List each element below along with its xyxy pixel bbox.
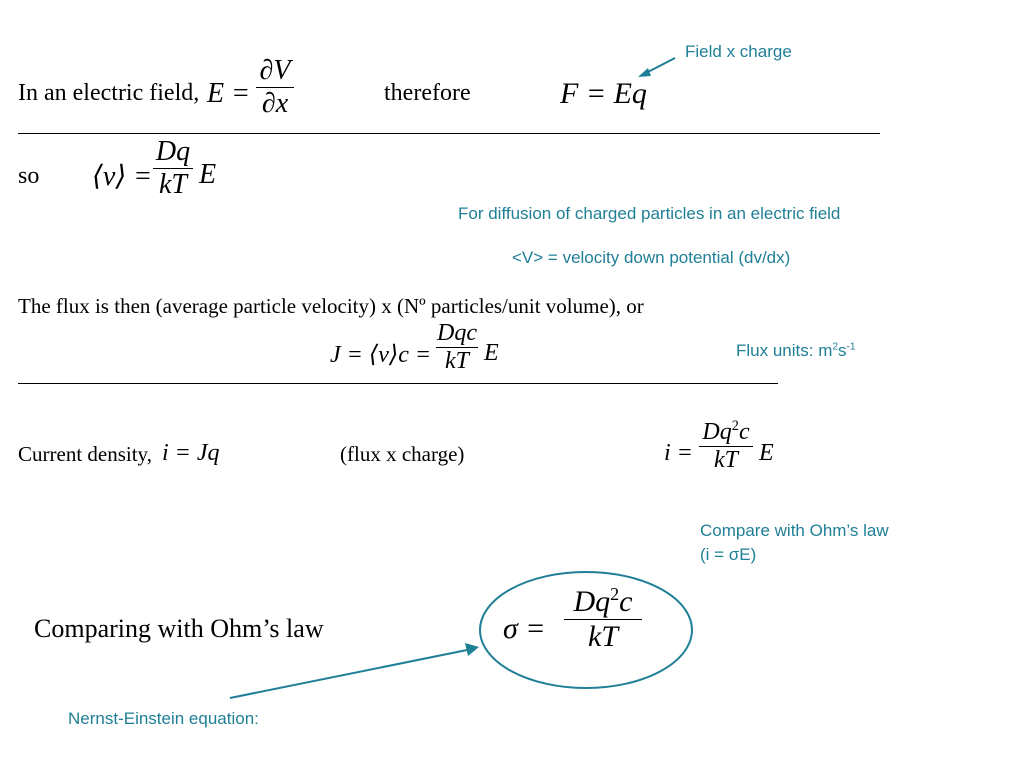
current-density-text: Current density, — [18, 442, 152, 466]
current-fraction: Dq2c kT — [699, 418, 753, 474]
diffusion-annotation: For diffusion of charged particles in an… — [458, 204, 841, 223]
velocity-rhs: E — [199, 159, 217, 190]
flux-x-charge-text: (flux x charge) — [340, 442, 465, 466]
velocity-fraction: Dq kT — [153, 136, 193, 201]
field-x-charge-arrow — [638, 57, 676, 77]
line1-intro-text: In an electric field, — [18, 80, 200, 106]
current-lhs: i = — [664, 440, 693, 466]
flux-lhs: J = ⟨v⟩c = — [330, 342, 432, 368]
flux-units-prefix: Flux units: m — [736, 341, 833, 360]
sigma-numerator-base: Dq — [573, 585, 611, 618]
flux-rhs: E — [484, 340, 499, 366]
therefore-text: therefore — [384, 80, 471, 106]
divider-line-2 — [18, 383, 778, 384]
e-field-fraction-bar — [256, 87, 294, 88]
divider-line-1 — [18, 133, 880, 134]
flux-units-annotation: Flux units: m2s-1 — [736, 341, 856, 361]
nernst-einstein-arrow — [229, 643, 479, 699]
compare-ohm-annotation-line1: Compare with Ohm’s law — [700, 521, 889, 540]
current-fraction-bar — [699, 446, 753, 447]
current-numerator-exponent: 2 — [731, 418, 739, 434]
velocity-annotation: <V> = velocity down potential (dv/dx) — [512, 248, 791, 267]
flux-units-sup2: -1 — [846, 341, 856, 353]
velocity-fraction-bar — [153, 168, 193, 169]
sigma-fraction: Dq2c kT — [564, 584, 642, 654]
e-field-numerator: ∂V — [259, 55, 291, 86]
sigma-highlight-ellipse — [479, 571, 693, 689]
current-numerator-tail: c — [738, 419, 750, 445]
e-field-lhs: E = — [207, 78, 250, 109]
comparing-ohm-heading: Comparing with Ohm’s law — [34, 614, 324, 643]
sigma-fraction-bar — [564, 619, 642, 620]
field-x-charge-annotation: Field x charge — [685, 42, 792, 61]
sigma-numerator: Dq2c — [564, 584, 642, 619]
e-field-fraction: ∂V ∂x — [256, 55, 294, 120]
e-field-denominator: ∂x — [261, 88, 289, 119]
force-equation: F = Eq — [560, 77, 647, 110]
nernst-einstein-label: Nernst-Einstein equation: — [68, 709, 259, 728]
sigma-lhs: σ = — [503, 612, 546, 645]
current-numerator-base: Dq — [702, 419, 732, 445]
current-rhs: E — [759, 440, 774, 466]
velocity-denominator: kT — [159, 169, 187, 200]
velocity-numerator: Dq — [155, 136, 191, 167]
current-denominator: kT — [714, 447, 738, 473]
compare-ohm-annotation-line2: (i = σE) — [700, 545, 757, 564]
sigma-denominator: kT — [588, 620, 618, 653]
flux-numerator: Dqc — [437, 320, 477, 346]
current-density-equation: i = Jq — [162, 440, 220, 466]
flux-fraction: Dqc kT — [436, 320, 478, 375]
sigma-numerator-exponent: 2 — [610, 584, 620, 604]
current-numerator: Dq2c — [699, 418, 753, 446]
flux-units-mid: s — [838, 341, 847, 360]
velocity-lhs: ⟨v⟩ = — [92, 161, 153, 192]
flux-description: The flux is then (average particle veloc… — [18, 294, 644, 318]
flux-fraction-bar — [436, 347, 478, 348]
so-text: so — [18, 163, 40, 189]
flux-denominator: kT — [445, 348, 469, 374]
sigma-numerator-tail: c — [619, 585, 633, 618]
flux-units-sup1: 2 — [832, 341, 839, 353]
